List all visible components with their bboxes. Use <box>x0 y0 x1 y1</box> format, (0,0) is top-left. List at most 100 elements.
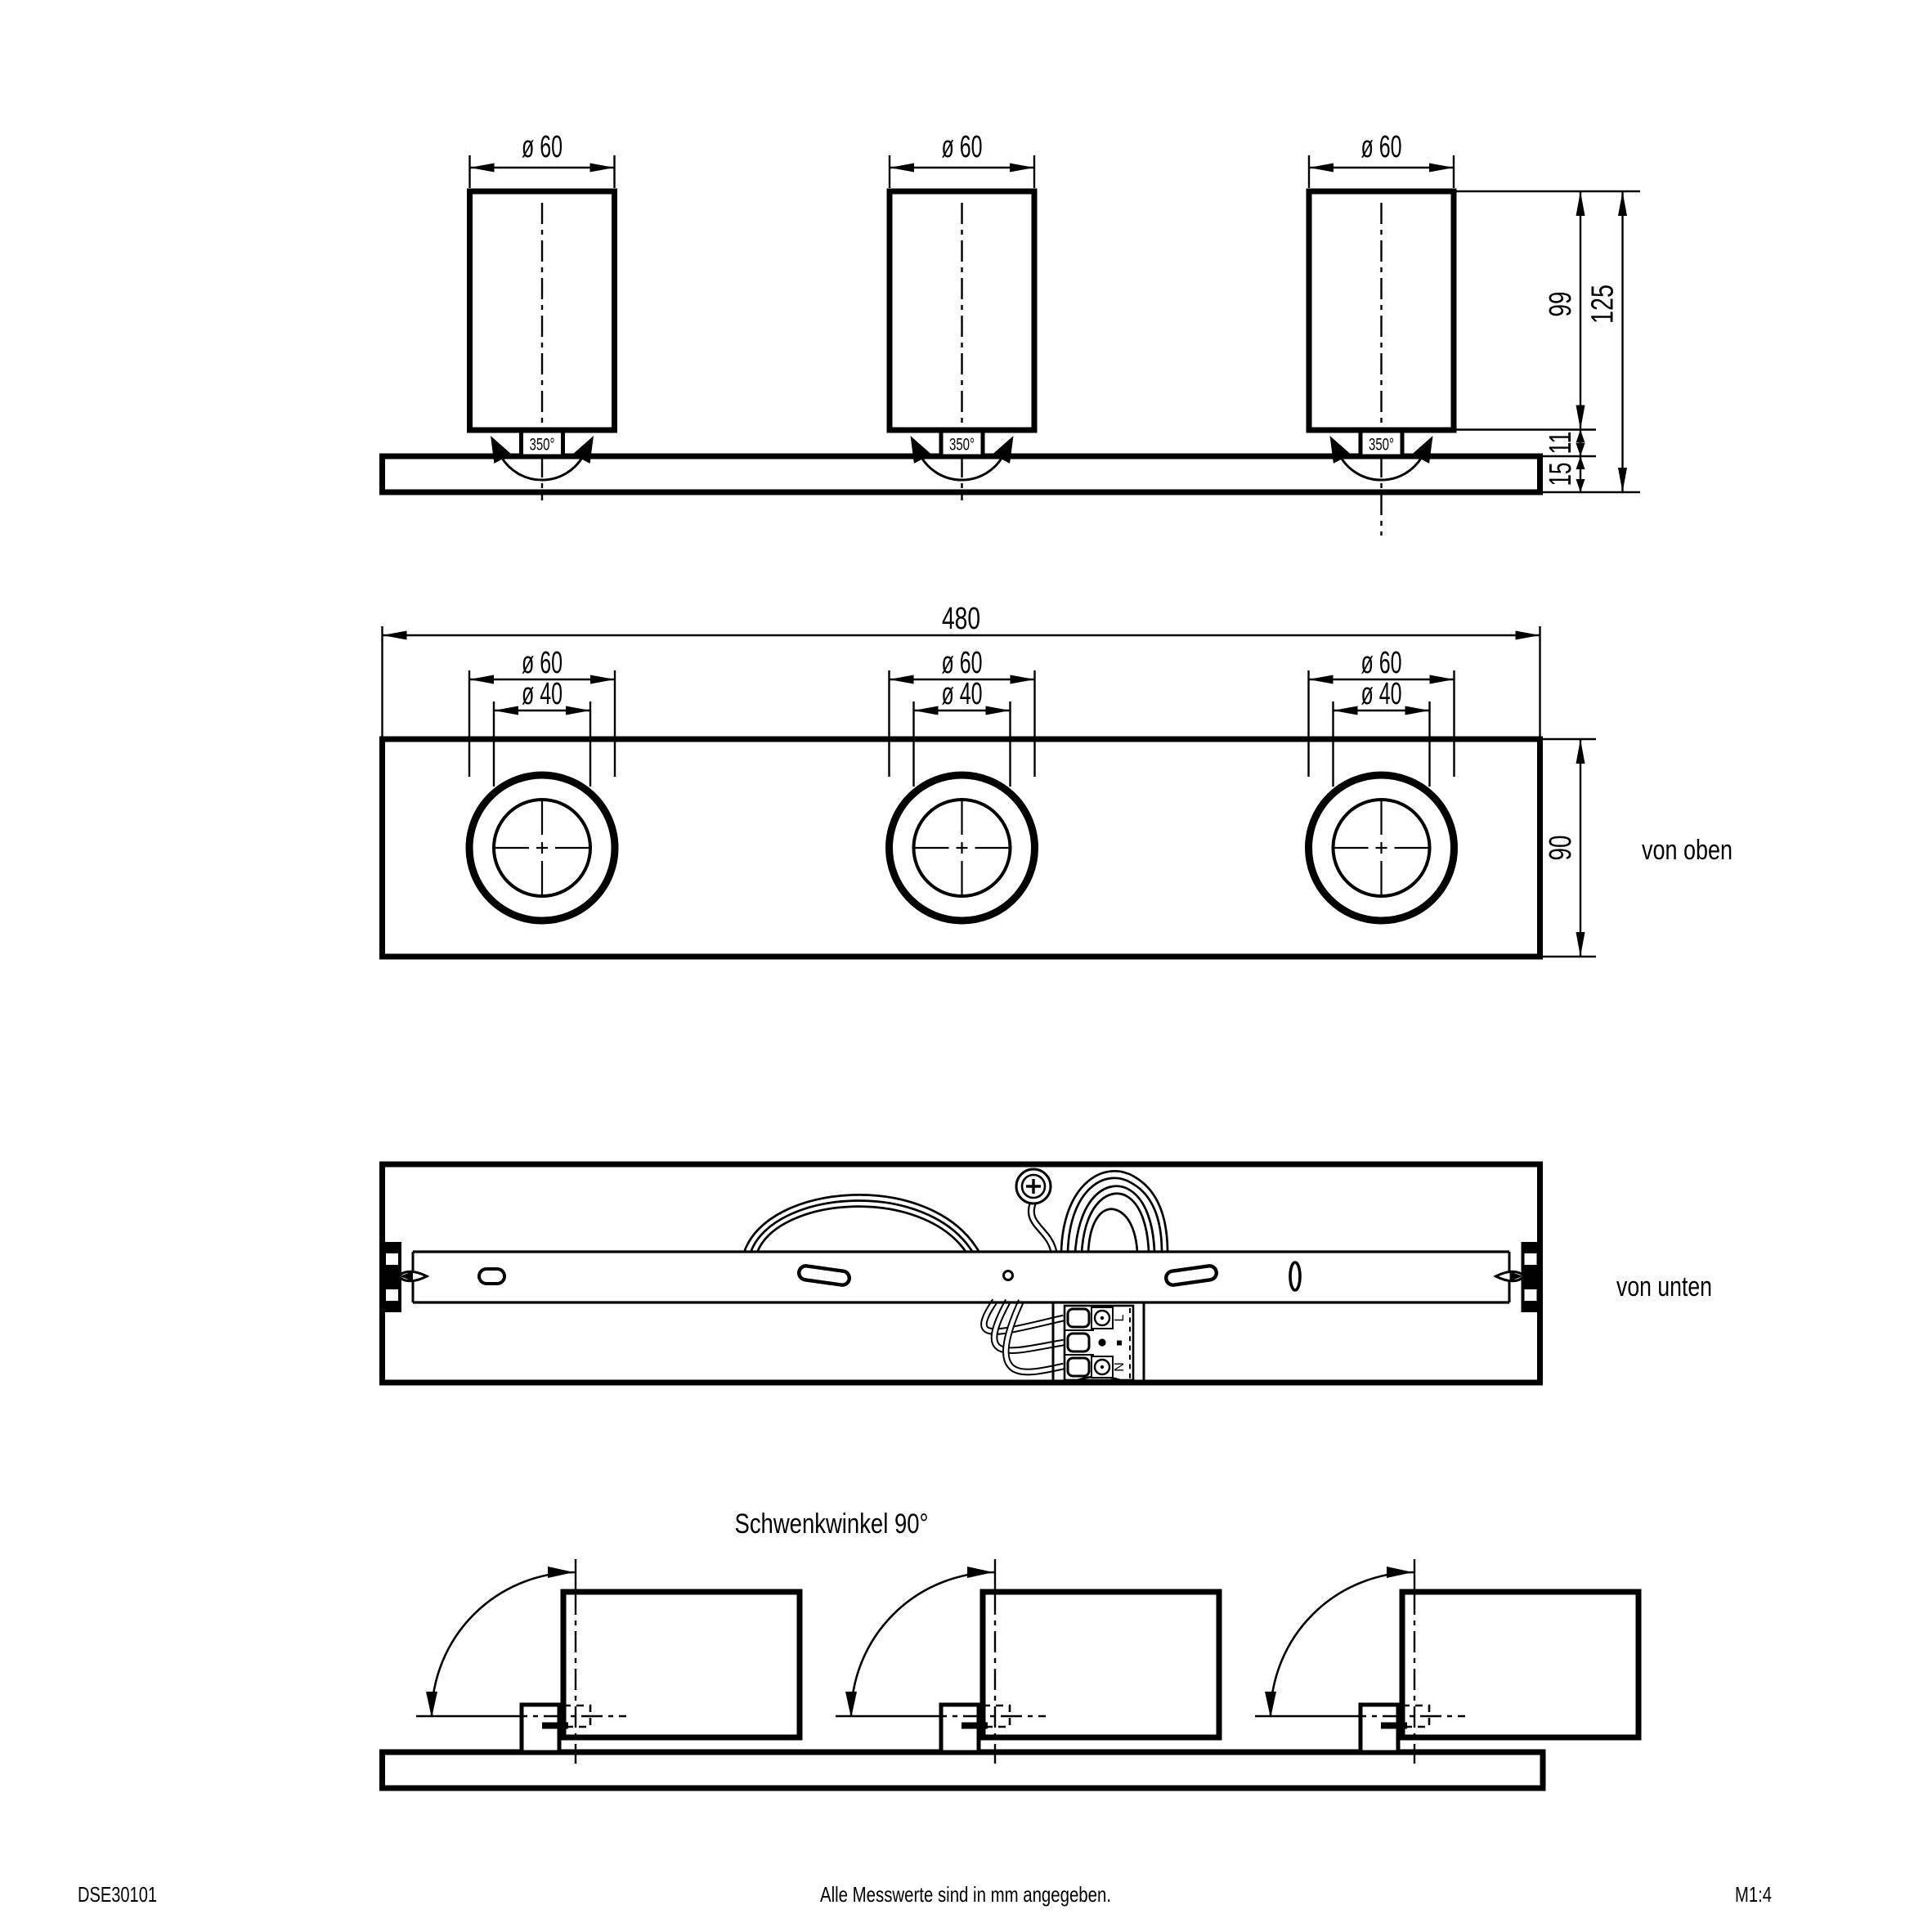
dim-480 <box>382 630 1540 640</box>
earth-terminal-dot <box>1098 1338 1106 1347</box>
wire-loops <box>1060 1169 1169 1253</box>
bottom-view: LN von unten <box>379 1161 1712 1386</box>
rotation-angle-label-1: 350° <box>530 435 555 455</box>
swivel-pivot-marker-3 <box>1401 1704 1431 1728</box>
bottom-view-label: von unten <box>1616 1271 1712 1302</box>
terminal-port-2 <box>1066 1332 1091 1353</box>
end-bracket-left <box>383 1242 430 1312</box>
front-spot-1: ø 60 350° <box>467 130 617 500</box>
front-dia-dim-3 <box>1308 163 1455 173</box>
wire-loop-4 <box>1080 1192 1150 1253</box>
dim-99 <box>1576 191 1585 430</box>
rail-slot-4 <box>1289 1261 1302 1292</box>
top-view-label: von oben <box>1642 835 1733 866</box>
rotation-arc-2 <box>921 456 1003 482</box>
front-dia60-label-3: ø 60 <box>1361 130 1402 164</box>
swivel-base-plate <box>379 1749 1546 1791</box>
ground-wire <box>1028 1200 1058 1254</box>
swivel-title: Schwenkwinkel 90° <box>735 1508 929 1540</box>
top-dia40-dim-1 <box>493 706 591 715</box>
dim-125 <box>1617 191 1628 493</box>
dim-label-99: 99 <box>1544 292 1578 317</box>
swivel-pivot-block-3 <box>1358 1702 1401 1755</box>
swivel-spot-body-2 <box>979 1589 1222 1741</box>
rotation-angle-label-3: 350° <box>1369 435 1394 455</box>
bracket-notch <box>1524 1253 1537 1265</box>
terminal-screw-center <box>1100 1316 1105 1320</box>
footer: DSE30101 Alle Messwerte sind in mm angege… <box>78 1882 1772 1907</box>
wire-arch <box>742 1194 981 1253</box>
top-dia40-label-1: ø 40 <box>522 677 563 711</box>
rail-slot-1 <box>477 1267 506 1285</box>
wire-loop-2 <box>1066 1177 1163 1253</box>
dim-label-15: 15 <box>1544 463 1578 486</box>
wire-loop-5 <box>1087 1208 1139 1253</box>
dim-15 <box>1576 455 1585 493</box>
bracket-notch <box>386 1253 398 1265</box>
bracket-notch <box>386 1289 398 1301</box>
top-dia60-label-1: ø 60 <box>522 646 563 680</box>
front-dia60-label-2: ø 60 <box>942 130 983 164</box>
rotation-angle-label-2: 350° <box>949 435 975 455</box>
front-dia60-label-1: ø 60 <box>522 130 563 164</box>
terminal-screw-center <box>1100 1365 1105 1369</box>
swivel-arc-3 <box>1269 1571 1415 1717</box>
terminal-wire-3 <box>1002 1299 1065 1376</box>
top-dia40-label-2: ø 40 <box>942 677 983 711</box>
dim-label-480: 480 <box>942 602 980 636</box>
clip-arrow-right <box>1509 1271 1523 1281</box>
top-spot-2: ø 60ø 40 <box>885 646 1038 925</box>
top-dia60-label-3: ø 60 <box>1361 646 1402 680</box>
swivel-spot-1 <box>416 1559 803 1764</box>
footer-scale: M1:4 <box>1735 1882 1772 1907</box>
rotation-arc-1 <box>500 456 584 482</box>
rail-slot-2 <box>797 1264 851 1287</box>
front-spot-2: ø 60 350° <box>886 130 1038 500</box>
dim-label-90: 90 <box>1544 836 1578 861</box>
terminal-label-l: L <box>1113 1314 1127 1321</box>
swivel-spot-3 <box>1255 1559 1642 1764</box>
swivel-pivot-marker-1 <box>562 1704 592 1728</box>
front-swivel-stem-2 <box>939 428 985 459</box>
footer-note: Alle Messwerte sind in mm angegeben. <box>820 1882 1111 1907</box>
end-bracket-right <box>1493 1242 1540 1312</box>
swivel-spot-2 <box>836 1559 1222 1764</box>
top-dia60-label-2: ø 60 <box>942 646 983 680</box>
ground-wire-core <box>1029 1201 1056 1253</box>
ground-screw <box>1015 1168 1052 1205</box>
front-dia-dim-1 <box>469 163 615 173</box>
top-dia60-dim-2 <box>889 675 1035 684</box>
dim-11 <box>1576 429 1585 457</box>
terminal-port-1 <box>1066 1307 1091 1329</box>
top-spot-1: ø 60ø 40 <box>465 646 619 925</box>
top-dia40-dim-2 <box>913 706 1011 715</box>
top-dia40-label-3: ø 40 <box>1361 677 1402 711</box>
terminal-block: LN <box>1063 1304 1135 1382</box>
front-spot-3: ø 60 350° <box>1306 130 1457 536</box>
swivel-pivot-marker-2 <box>981 1704 1011 1728</box>
terminal-wire-3-core <box>1004 1300 1065 1374</box>
wire-arch-1 <box>742 1194 981 1253</box>
top-dia60-dim-3 <box>1308 675 1455 684</box>
swivel-arc-2 <box>849 1571 996 1717</box>
footer-doc-number: DSE30101 <box>78 1882 157 1907</box>
swivel-arc-1 <box>430 1571 576 1717</box>
top-spot-3: ø 60ø 40 <box>1305 646 1458 925</box>
swivel-spot-body-3 <box>1399 1589 1642 1741</box>
rail-slot-3 <box>1164 1264 1218 1287</box>
wire-loop-3 <box>1074 1185 1156 1253</box>
wire-arch-3 <box>755 1205 968 1253</box>
bracket-notch <box>1524 1289 1537 1301</box>
rotation-arc-3 <box>1340 456 1423 482</box>
top-dia40-dim-3 <box>1333 706 1430 715</box>
wire-loop-1 <box>1060 1169 1169 1253</box>
top-dia60-dim-1 <box>468 675 616 684</box>
swivel-view: Schwenkwinkel 90° <box>379 1508 1642 1791</box>
swivel-spot-body-1 <box>560 1589 803 1741</box>
terminal-port-3 <box>1066 1356 1091 1378</box>
dim-90 <box>1576 738 1585 957</box>
